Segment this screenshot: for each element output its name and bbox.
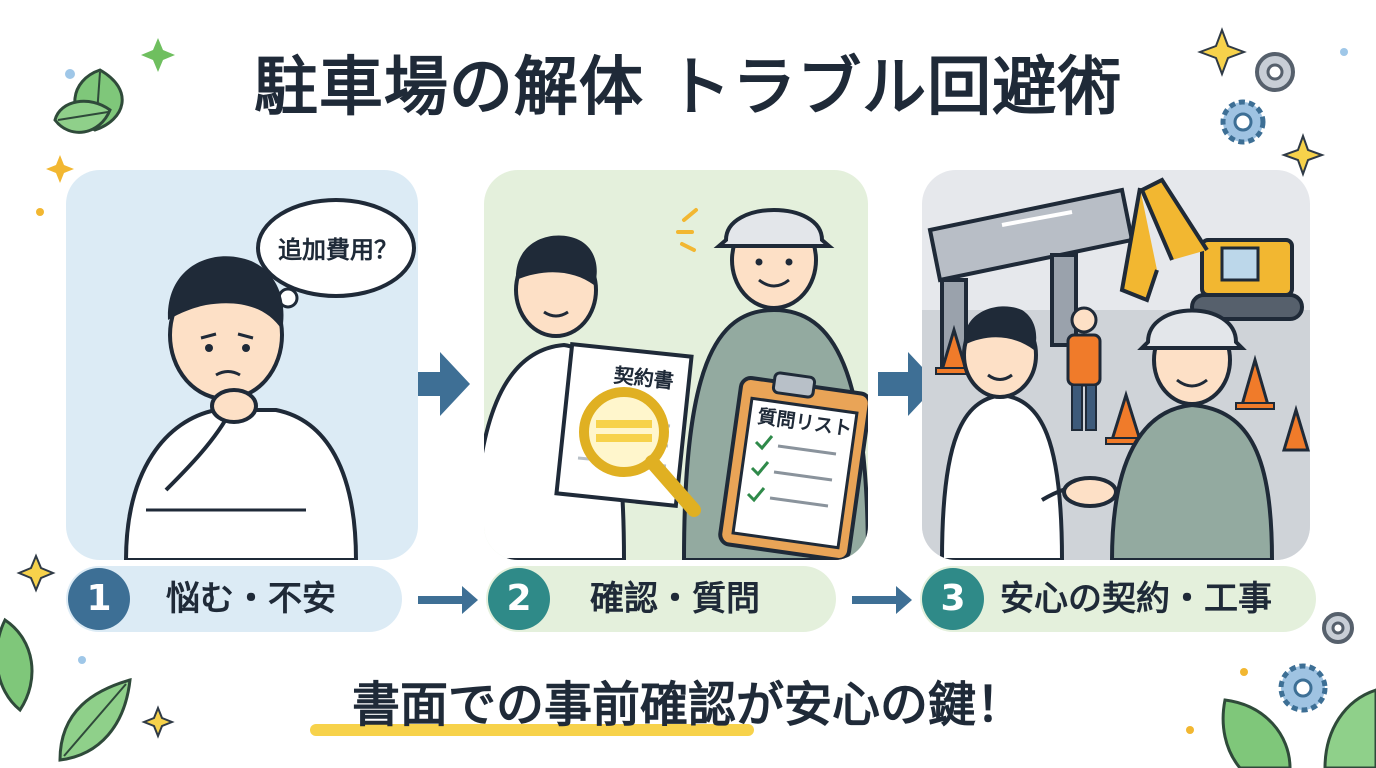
sparkle-icon <box>141 705 175 739</box>
handshake-icon <box>1040 476 1118 508</box>
sparkle-icon <box>141 38 175 72</box>
sparkle-icon <box>16 553 56 593</box>
step-number-badge: 3 <box>922 568 984 630</box>
step-label: 確認・質問 <box>590 579 760 619</box>
step-label: 悩む・不安 <box>166 579 336 619</box>
step-1: 1 悩む・不安 <box>66 566 402 632</box>
sparkle-icon <box>1281 133 1325 177</box>
thought-text: 追加費用？ <box>278 236 398 264</box>
sparkle-icon <box>46 155 74 183</box>
worried-person <box>167 256 284 401</box>
tagline: 書面での事前確認が安心の鍵！ <box>351 677 1024 733</box>
step-2: 2 確認・質問 <box>486 566 836 632</box>
excavator <box>1119 177 1304 321</box>
background-worker <box>1066 306 1102 431</box>
thought-bubble <box>256 198 416 326</box>
arrow-right-icon <box>400 352 470 416</box>
step-3: 3 安心の契約・工事 <box>920 566 1316 632</box>
traffic-cone-icon <box>1235 354 1275 410</box>
tagline-highlight <box>310 724 754 736</box>
step-number-badge: 1 <box>68 568 130 630</box>
gear-icon <box>1255 52 1295 92</box>
leaf-icon <box>0 617 34 713</box>
arrow-right-icon <box>852 586 912 614</box>
step-label: 安心の契約・工事 <box>1000 579 1272 619</box>
sparkle-icon <box>1197 27 1247 77</box>
leaf-icon <box>53 99 112 134</box>
step-1-illustration: 追加費用？ <box>66 170 418 560</box>
checklist-clipboard <box>718 371 868 560</box>
gear-icon <box>1322 612 1354 644</box>
worker <box>1109 308 1275 560</box>
step-3-illustration <box>922 170 1310 560</box>
step-number-badge: 2 <box>488 568 550 630</box>
traffic-cone-icon <box>1281 404 1310 452</box>
page-title: 駐車場の解体 トラブル回避術 <box>253 51 1123 125</box>
gear-icon <box>1220 99 1266 145</box>
arrow-right-icon <box>418 586 478 614</box>
magnifier-icon <box>579 387 701 517</box>
leaf-icon <box>58 677 132 762</box>
customer <box>939 306 1065 560</box>
step-2-illustration: 契約書 質問リスト <box>484 170 868 560</box>
gear-icon <box>1278 663 1328 713</box>
